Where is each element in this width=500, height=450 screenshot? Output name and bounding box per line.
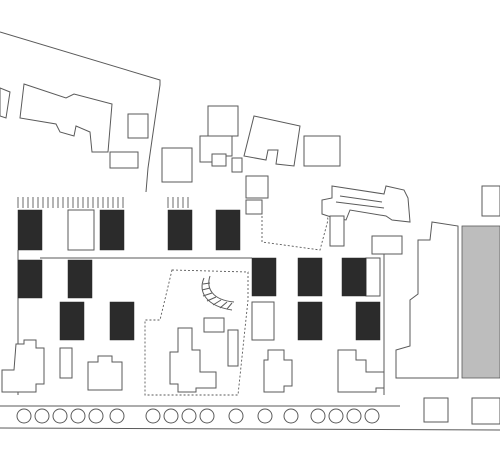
building-west-house	[1, 339, 45, 393]
tree	[109, 408, 125, 424]
building-north-c	[211, 153, 227, 167]
tree	[257, 408, 273, 424]
tree	[328, 408, 344, 424]
new-building-3	[167, 209, 193, 251]
tree	[228, 408, 244, 424]
northern-boundary-line	[0, 31, 161, 193]
building-east-house-b	[337, 349, 385, 393]
new-building-12	[297, 301, 323, 341]
tree	[34, 408, 50, 424]
building-nw-block	[127, 113, 149, 139]
new-building-5	[17, 259, 43, 299]
curved-stair	[201, 275, 235, 311]
building-north-f	[245, 175, 269, 199]
existing-buildings	[0, 83, 500, 425]
new-building-4	[215, 209, 241, 251]
building-north-e	[303, 135, 341, 167]
southern-road-edge	[0, 427, 500, 431]
tree	[181, 408, 197, 424]
tree	[283, 408, 299, 424]
tree	[199, 408, 215, 424]
northeast-dashed-parcel	[261, 200, 329, 251]
street-lines	[0, 31, 500, 431]
building-north-a	[207, 105, 239, 137]
tree	[70, 408, 86, 424]
courtyard-block	[461, 225, 500, 379]
building-north-twin	[243, 115, 301, 167]
dashed-parcels	[144, 200, 329, 396]
new-building-8	[297, 257, 323, 297]
new-building-10	[59, 301, 85, 341]
building-ne-wing	[329, 215, 345, 247]
tree	[163, 408, 179, 424]
new-building-1	[17, 209, 43, 251]
building-center-narrow	[227, 329, 239, 367]
building-east-house	[263, 349, 293, 393]
new-building-9	[341, 257, 367, 297]
new-buildings	[17, 209, 381, 341]
new-building-7	[251, 257, 277, 297]
tree	[310, 408, 326, 424]
building-south-a	[423, 397, 449, 423]
building-ne-complex	[321, 185, 411, 223]
building-center-annex	[203, 317, 225, 333]
tree	[364, 408, 380, 424]
building-south-b	[471, 397, 500, 425]
building-nw-annex	[109, 151, 139, 169]
building-ne-annex	[371, 235, 403, 255]
new-building-13	[355, 301, 381, 341]
building-west-low-a	[67, 209, 95, 251]
tree	[16, 408, 32, 424]
building-north-g	[245, 199, 263, 215]
building-far-east	[481, 185, 500, 217]
new-building-2	[99, 209, 125, 251]
new-building-11	[109, 301, 135, 341]
building-west-house-b	[87, 355, 123, 391]
building-ne-inner	[335, 201, 385, 209]
central-dashed-parcel	[144, 269, 249, 396]
building-north-d	[231, 157, 243, 173]
new-building-6	[67, 259, 93, 299]
building-nw-small	[0, 87, 11, 119]
building-east-white-side	[365, 257, 381, 297]
tree	[52, 408, 68, 424]
tree	[88, 408, 104, 424]
fence-hatches	[17, 197, 189, 208]
building-ne-inner-2	[339, 195, 383, 203]
building-east-long	[395, 221, 459, 379]
building-east-mid-a	[251, 301, 275, 341]
building-west-narrow	[59, 347, 73, 379]
tree	[145, 408, 161, 424]
building-north-square	[161, 147, 193, 183]
building-nw-large	[19, 83, 113, 153]
building-center-house	[169, 327, 217, 393]
tree-row	[16, 408, 380, 424]
tree	[346, 408, 362, 424]
